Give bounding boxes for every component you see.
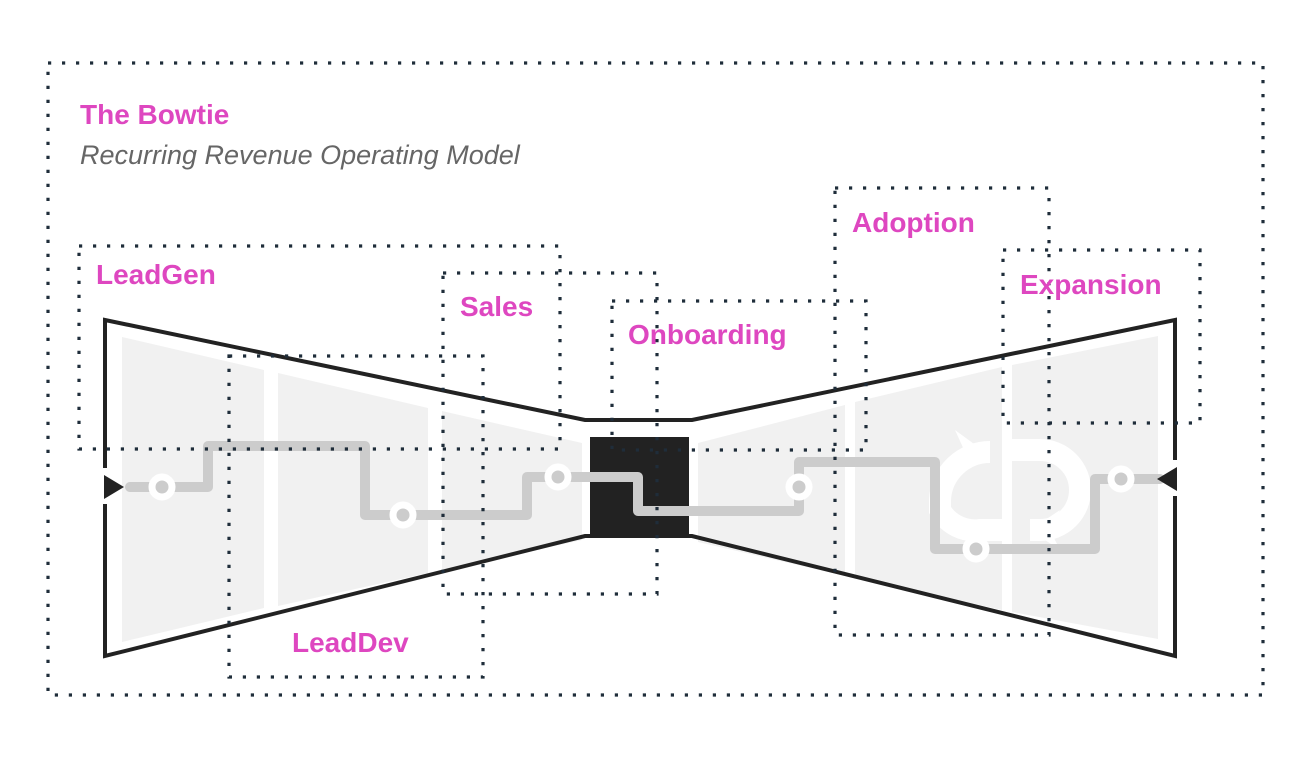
panel-adoption: [855, 367, 1002, 610]
triangle-right-icon: [104, 475, 124, 499]
node-leadgen: [148, 473, 176, 501]
customer-journey-path: [125, 441, 1165, 554]
frame-leaddev: [227, 354, 485, 679]
frame-expansion: [1001, 248, 1202, 425]
frame-leadgen: [77, 244, 562, 451]
node-leaddev: [389, 501, 417, 529]
diagram-subtitle: Recurring Revenue Operating Model: [80, 140, 521, 170]
panel-onboarding: [698, 405, 845, 576]
stage-label-expansion: Expansion: [1020, 269, 1162, 300]
stage-label-onboarding: Onboarding: [628, 319, 787, 350]
stage-label-adoption: Adoption: [852, 207, 975, 238]
frame-onboarding: [610, 299, 868, 452]
node-onboarding: [785, 473, 813, 501]
node-adoption: [962, 535, 990, 563]
triangle-left-icon: [1157, 467, 1177, 491]
panel-leaddev: [278, 373, 428, 606]
cycle-arrow-head-bottom: [1030, 510, 1060, 550]
diagram-title: The Bowtie: [80, 99, 229, 130]
stage-label-leaddev: LeadDev: [292, 627, 409, 658]
stage-label-sales: Sales: [460, 291, 533, 322]
bowtie-outline: [103, 317, 1177, 659]
node-sales: [544, 463, 572, 491]
node-expansion: [1107, 465, 1135, 493]
cycle-arrow-head-top: [955, 430, 985, 472]
panel-sales: [442, 411, 582, 571]
stage-label-leadgen: LeadGen: [96, 259, 216, 290]
